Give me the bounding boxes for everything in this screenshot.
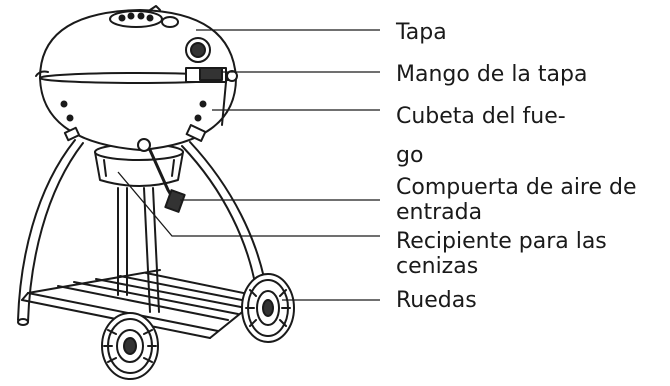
air-damper — [137, 138, 186, 213]
label-ash-pan-line1: Recipiente para las — [396, 229, 607, 254]
leader-line-ash-pan — [117, 171, 380, 237]
label-wheels: Ruedas — [396, 288, 477, 313]
label-lid: Tapa — [396, 20, 447, 45]
label-air-damper-line2: entrada — [396, 200, 483, 225]
label-air-damper-line1: Compuerta de aire de — [396, 175, 637, 200]
label-lid-handle: Mango de la tapa — [396, 62, 588, 87]
wheel-front — [101, 312, 159, 380]
label-fire-bowl-line2: go — [396, 143, 424, 168]
bottom-shelf — [21, 269, 263, 339]
fire-bowl — [39, 77, 237, 151]
lid-handle — [185, 67, 238, 126]
label-fire-bowl-line1: Cubeta del fue- — [396, 104, 566, 129]
leader-lines — [117, 29, 380, 301]
label-ash-pan-line2: cenizas — [396, 254, 479, 279]
wheel-rear — [241, 273, 295, 343]
